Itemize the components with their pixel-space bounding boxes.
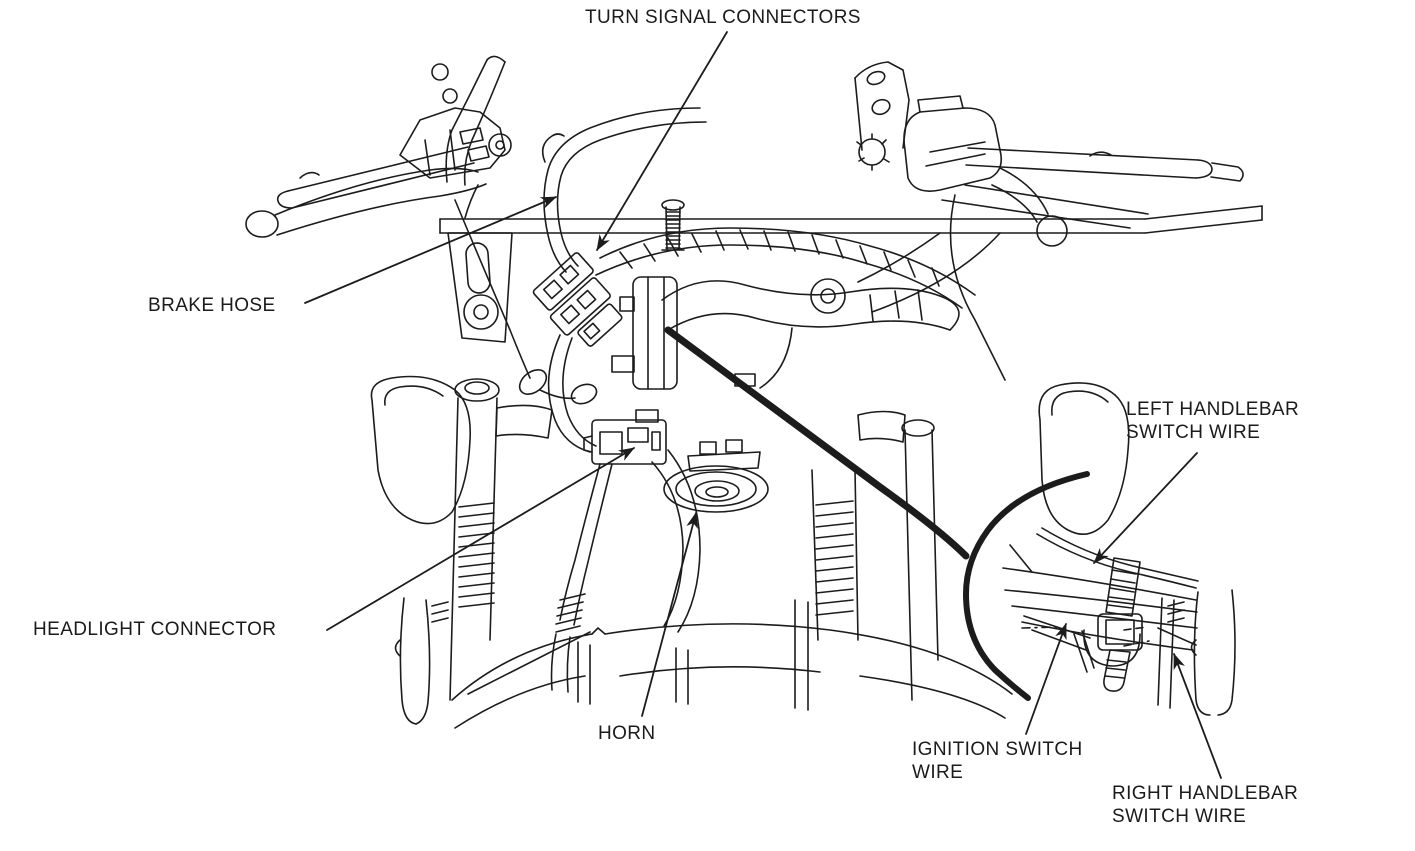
headlight-connector-part [583, 409, 667, 465]
fork-left [449, 378, 553, 701]
label-ignition-switch-wire: IGNITION SWITCH WIRE [912, 739, 1083, 784]
leader-lines [304, 31, 1222, 779]
label-turn-signal-connectors: TURN SIGNAL CONNECTORS [585, 7, 861, 28]
brake-hose-part [541, 107, 707, 273]
fork-right [811, 410, 939, 701]
right-handlebar [941, 147, 1244, 229]
leader-right-handlebar-switch-wire [1173, 653, 1222, 779]
wire-harness-spiral-wrap [595, 227, 976, 309]
leader-ignition-switch-wire [1025, 623, 1067, 735]
lever-adjuster-knob [856, 133, 890, 171]
leader-left-handlebar-switch-wire [1093, 452, 1198, 564]
detail-inset [963, 471, 1199, 701]
leader-brake-hose [304, 196, 557, 304]
right-mirror-stalk [854, 61, 910, 151]
clutch-lever [245, 167, 487, 238]
fork-slider-right [1157, 589, 1236, 716]
headlight-connector-wires [550, 449, 701, 693]
headlight-shell-left [370, 375, 472, 525]
turn-signal-connectors-part [532, 252, 623, 347]
cable-tie [1097, 557, 1143, 692]
headlight-shell-right [1038, 382, 1130, 536]
left-switch-housing [399, 107, 512, 219]
ignition-switch-body [611, 276, 793, 390]
leader-turn-signal-connectors [596, 31, 728, 251]
brake-lever [991, 167, 1068, 247]
leader-headlight-connector [326, 447, 635, 631]
label-horn: HORN [598, 723, 656, 744]
label-left-handlebar-switch-wire: LEFT HANDLEBAR SWITCH WIRE [1126, 399, 1300, 444]
inset-crescent-arc [963, 471, 1090, 701]
brake-master-cylinder [856, 95, 1003, 192]
label-brake-hose: BRAKE HOSE [148, 295, 276, 316]
headlight-shell-arm [661, 280, 960, 331]
left-handlebar [276, 146, 475, 209]
left-mirror-arm [431, 55, 506, 186]
horn-part [663, 439, 769, 513]
mount-bolt [661, 199, 685, 251]
label-headlight-connector: HEADLIGHT CONNECTOR [33, 619, 277, 640]
detail-callout-curve [664, 326, 970, 560]
front-fender [451, 599, 1013, 729]
right-bracket-arm [810, 232, 1001, 314]
fork-slider-left [394, 597, 449, 725]
upper-stay-bar [439, 199, 1263, 343]
inset-wire-bundle [1002, 527, 1199, 673]
label-right-handlebar-switch-wire: RIGHT HANDLEBAR SWITCH WIRE [1112, 783, 1299, 828]
left-bracket-plate [447, 232, 513, 343]
connector-wires [454, 194, 1006, 453]
leader-horn [641, 512, 698, 717]
